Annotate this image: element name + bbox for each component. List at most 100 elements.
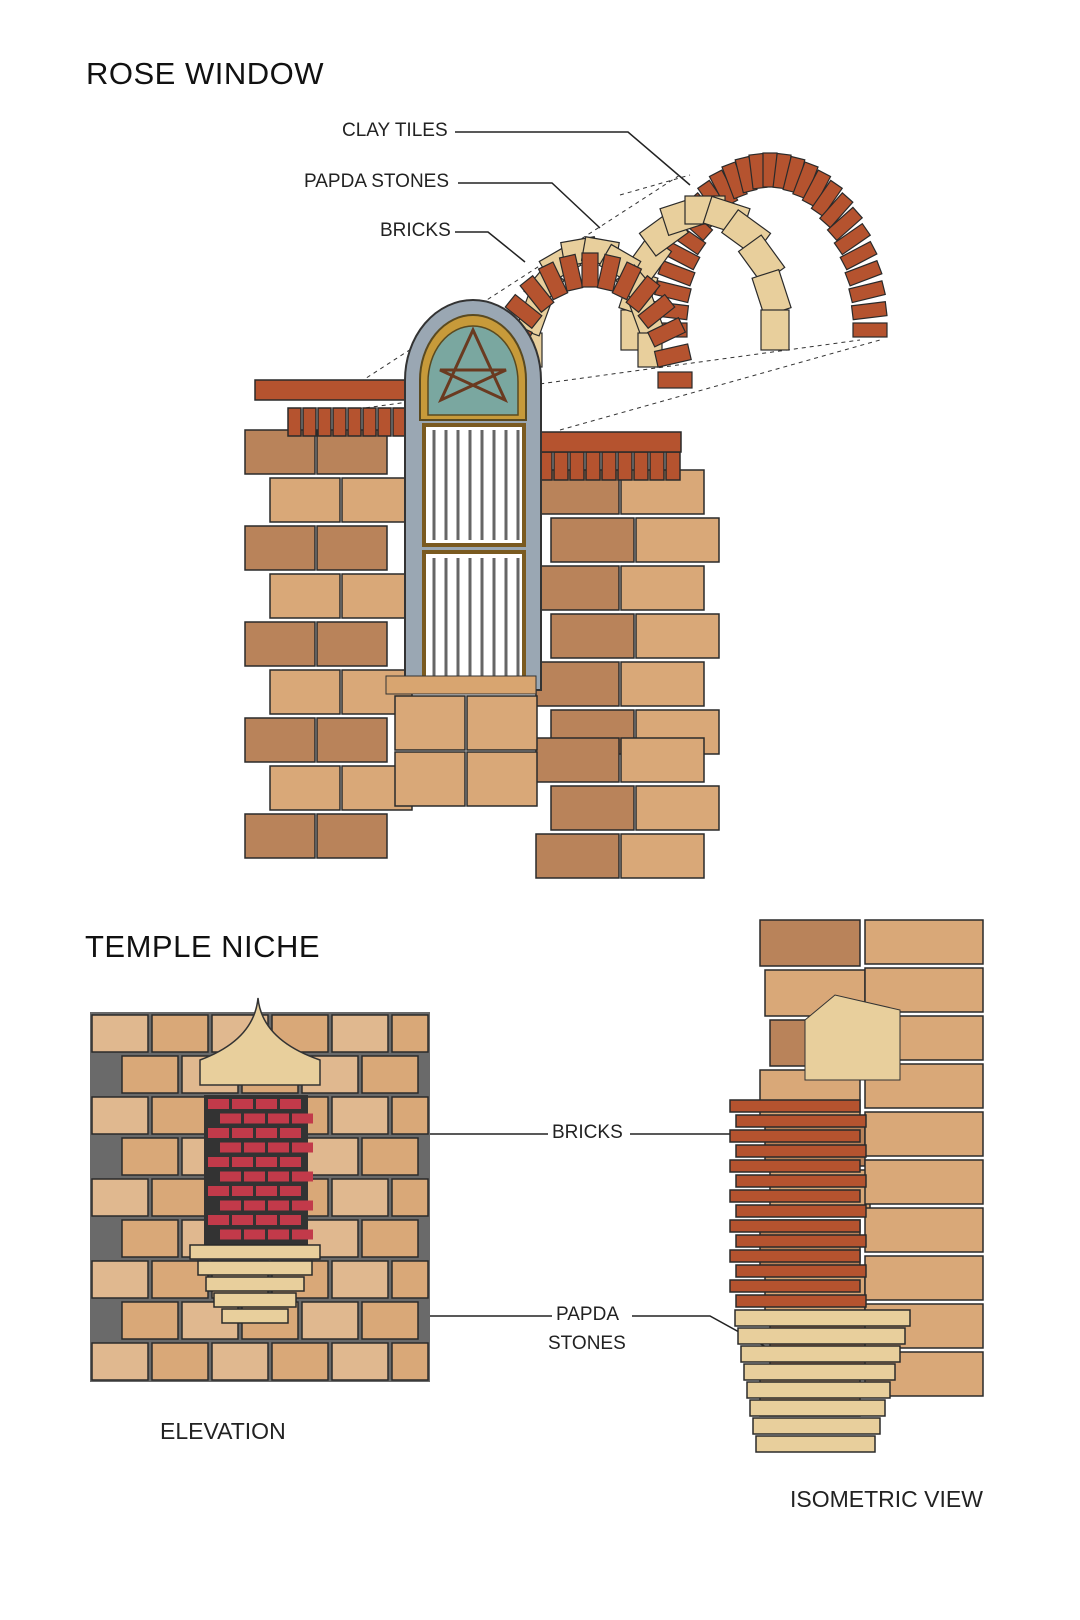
niche-brick xyxy=(292,1171,313,1182)
niche-brick xyxy=(256,1157,277,1167)
label-niche-bricks: BRICKS xyxy=(550,1122,625,1144)
niche-brick xyxy=(268,1113,289,1124)
clay-tile xyxy=(818,192,854,229)
arch-brick xyxy=(504,293,543,330)
label-niche-papda: PAPDA xyxy=(554,1304,622,1326)
sandstone-block xyxy=(316,813,388,859)
sandstone-block xyxy=(535,737,620,783)
clay-brick xyxy=(729,1189,861,1203)
sandstone-block xyxy=(316,429,388,475)
label-papda-stones: PAPDA STONES xyxy=(302,171,452,193)
sandstone-block xyxy=(151,1096,209,1135)
niche-brick xyxy=(244,1142,265,1153)
sandstone-block xyxy=(620,661,705,707)
arch-brick xyxy=(519,274,555,314)
sandstone-block xyxy=(341,477,413,523)
label-clay-tiles: CLAY TILES xyxy=(340,120,450,142)
rose-window-title: ROSE WINDOW xyxy=(86,56,324,91)
niche-brick xyxy=(268,1142,289,1153)
sandstone-block xyxy=(620,565,705,611)
clay-brick xyxy=(377,407,392,437)
papda-stone xyxy=(755,1435,876,1453)
papda-stone xyxy=(197,1260,313,1276)
sandstone-block xyxy=(269,669,341,715)
niche-brick xyxy=(232,1186,253,1196)
sandstone-block xyxy=(864,1255,984,1301)
arch-brick xyxy=(558,253,584,292)
niche-brick xyxy=(232,1215,253,1225)
arch-brick xyxy=(581,252,599,288)
clay-brick xyxy=(729,1099,861,1113)
clay-brick xyxy=(729,1129,861,1143)
sandstone-block xyxy=(864,967,984,1013)
niche-brick xyxy=(232,1157,253,1167)
leader-bricks xyxy=(455,231,526,263)
sandstone-block xyxy=(91,1178,149,1217)
clay-brick xyxy=(332,407,347,437)
sandstone-block xyxy=(121,1137,179,1176)
temple-niche-title: TEMPLE NICHE xyxy=(85,929,321,964)
sandstone-block xyxy=(391,1096,429,1135)
sandstone-block xyxy=(151,1342,209,1381)
sandstone-block xyxy=(316,717,388,763)
sandstone-block xyxy=(151,1178,209,1217)
papda-stone xyxy=(734,1309,911,1327)
clay-tile xyxy=(833,222,872,256)
sandstone-block xyxy=(535,833,620,879)
clay-tile xyxy=(852,322,888,338)
papda-stone xyxy=(213,1292,297,1308)
sandstone-block xyxy=(635,517,720,563)
sandstone-block xyxy=(394,695,466,751)
clay-brick xyxy=(735,1234,867,1248)
clay-tile xyxy=(839,240,878,271)
papda-stone xyxy=(760,309,790,351)
sandstone-block xyxy=(181,1301,239,1340)
sandstone-block xyxy=(301,1301,359,1340)
niche-brick xyxy=(292,1113,313,1124)
sandstone-block xyxy=(361,1055,419,1094)
niche-brick xyxy=(256,1099,277,1109)
clay-brick xyxy=(617,451,633,481)
clay-brick xyxy=(569,451,585,481)
clay-brick xyxy=(729,1159,861,1173)
sandstone-block xyxy=(864,1207,984,1253)
clay-tile xyxy=(810,179,844,218)
sandstone-block xyxy=(361,1219,419,1258)
sandstone-block xyxy=(466,751,538,807)
sandstone-block xyxy=(466,695,538,751)
sandstone-block xyxy=(864,1159,984,1205)
clay-brick xyxy=(601,451,617,481)
papda-stone xyxy=(752,1417,881,1435)
sandstone-block xyxy=(535,661,620,707)
sandstone-block xyxy=(635,613,720,659)
sandstone-block xyxy=(391,1260,429,1299)
clay-brick xyxy=(287,407,302,437)
clay-tile xyxy=(850,301,888,321)
sandstone-block xyxy=(121,1055,179,1094)
clay-tile xyxy=(848,280,887,304)
label-isometric-view: ISOMETRIC VIEW xyxy=(788,1486,985,1513)
arch-brick xyxy=(646,316,687,348)
arch-components xyxy=(487,152,888,389)
sandstone-block xyxy=(361,1301,419,1340)
clay-brick xyxy=(735,1264,867,1278)
sandstone-block xyxy=(269,477,341,523)
papda-stone xyxy=(749,1399,886,1417)
sandstone-block xyxy=(121,1301,179,1340)
niche-brick xyxy=(280,1186,301,1196)
projection-lines xyxy=(339,174,881,431)
niche-crown xyxy=(199,997,321,1086)
sandstone-block xyxy=(269,765,341,811)
arch-brick xyxy=(625,274,661,314)
sandstone-block xyxy=(244,717,316,763)
sandstone-block xyxy=(91,1014,149,1053)
sandstone-block xyxy=(361,1137,419,1176)
sandstone-block xyxy=(620,833,705,879)
brick-cap xyxy=(535,431,682,453)
clay-brick xyxy=(362,407,377,437)
niche-brick xyxy=(208,1099,229,1109)
sandstone-block xyxy=(331,1342,389,1381)
niche-crown xyxy=(804,994,901,1081)
niche-brick xyxy=(244,1200,265,1211)
